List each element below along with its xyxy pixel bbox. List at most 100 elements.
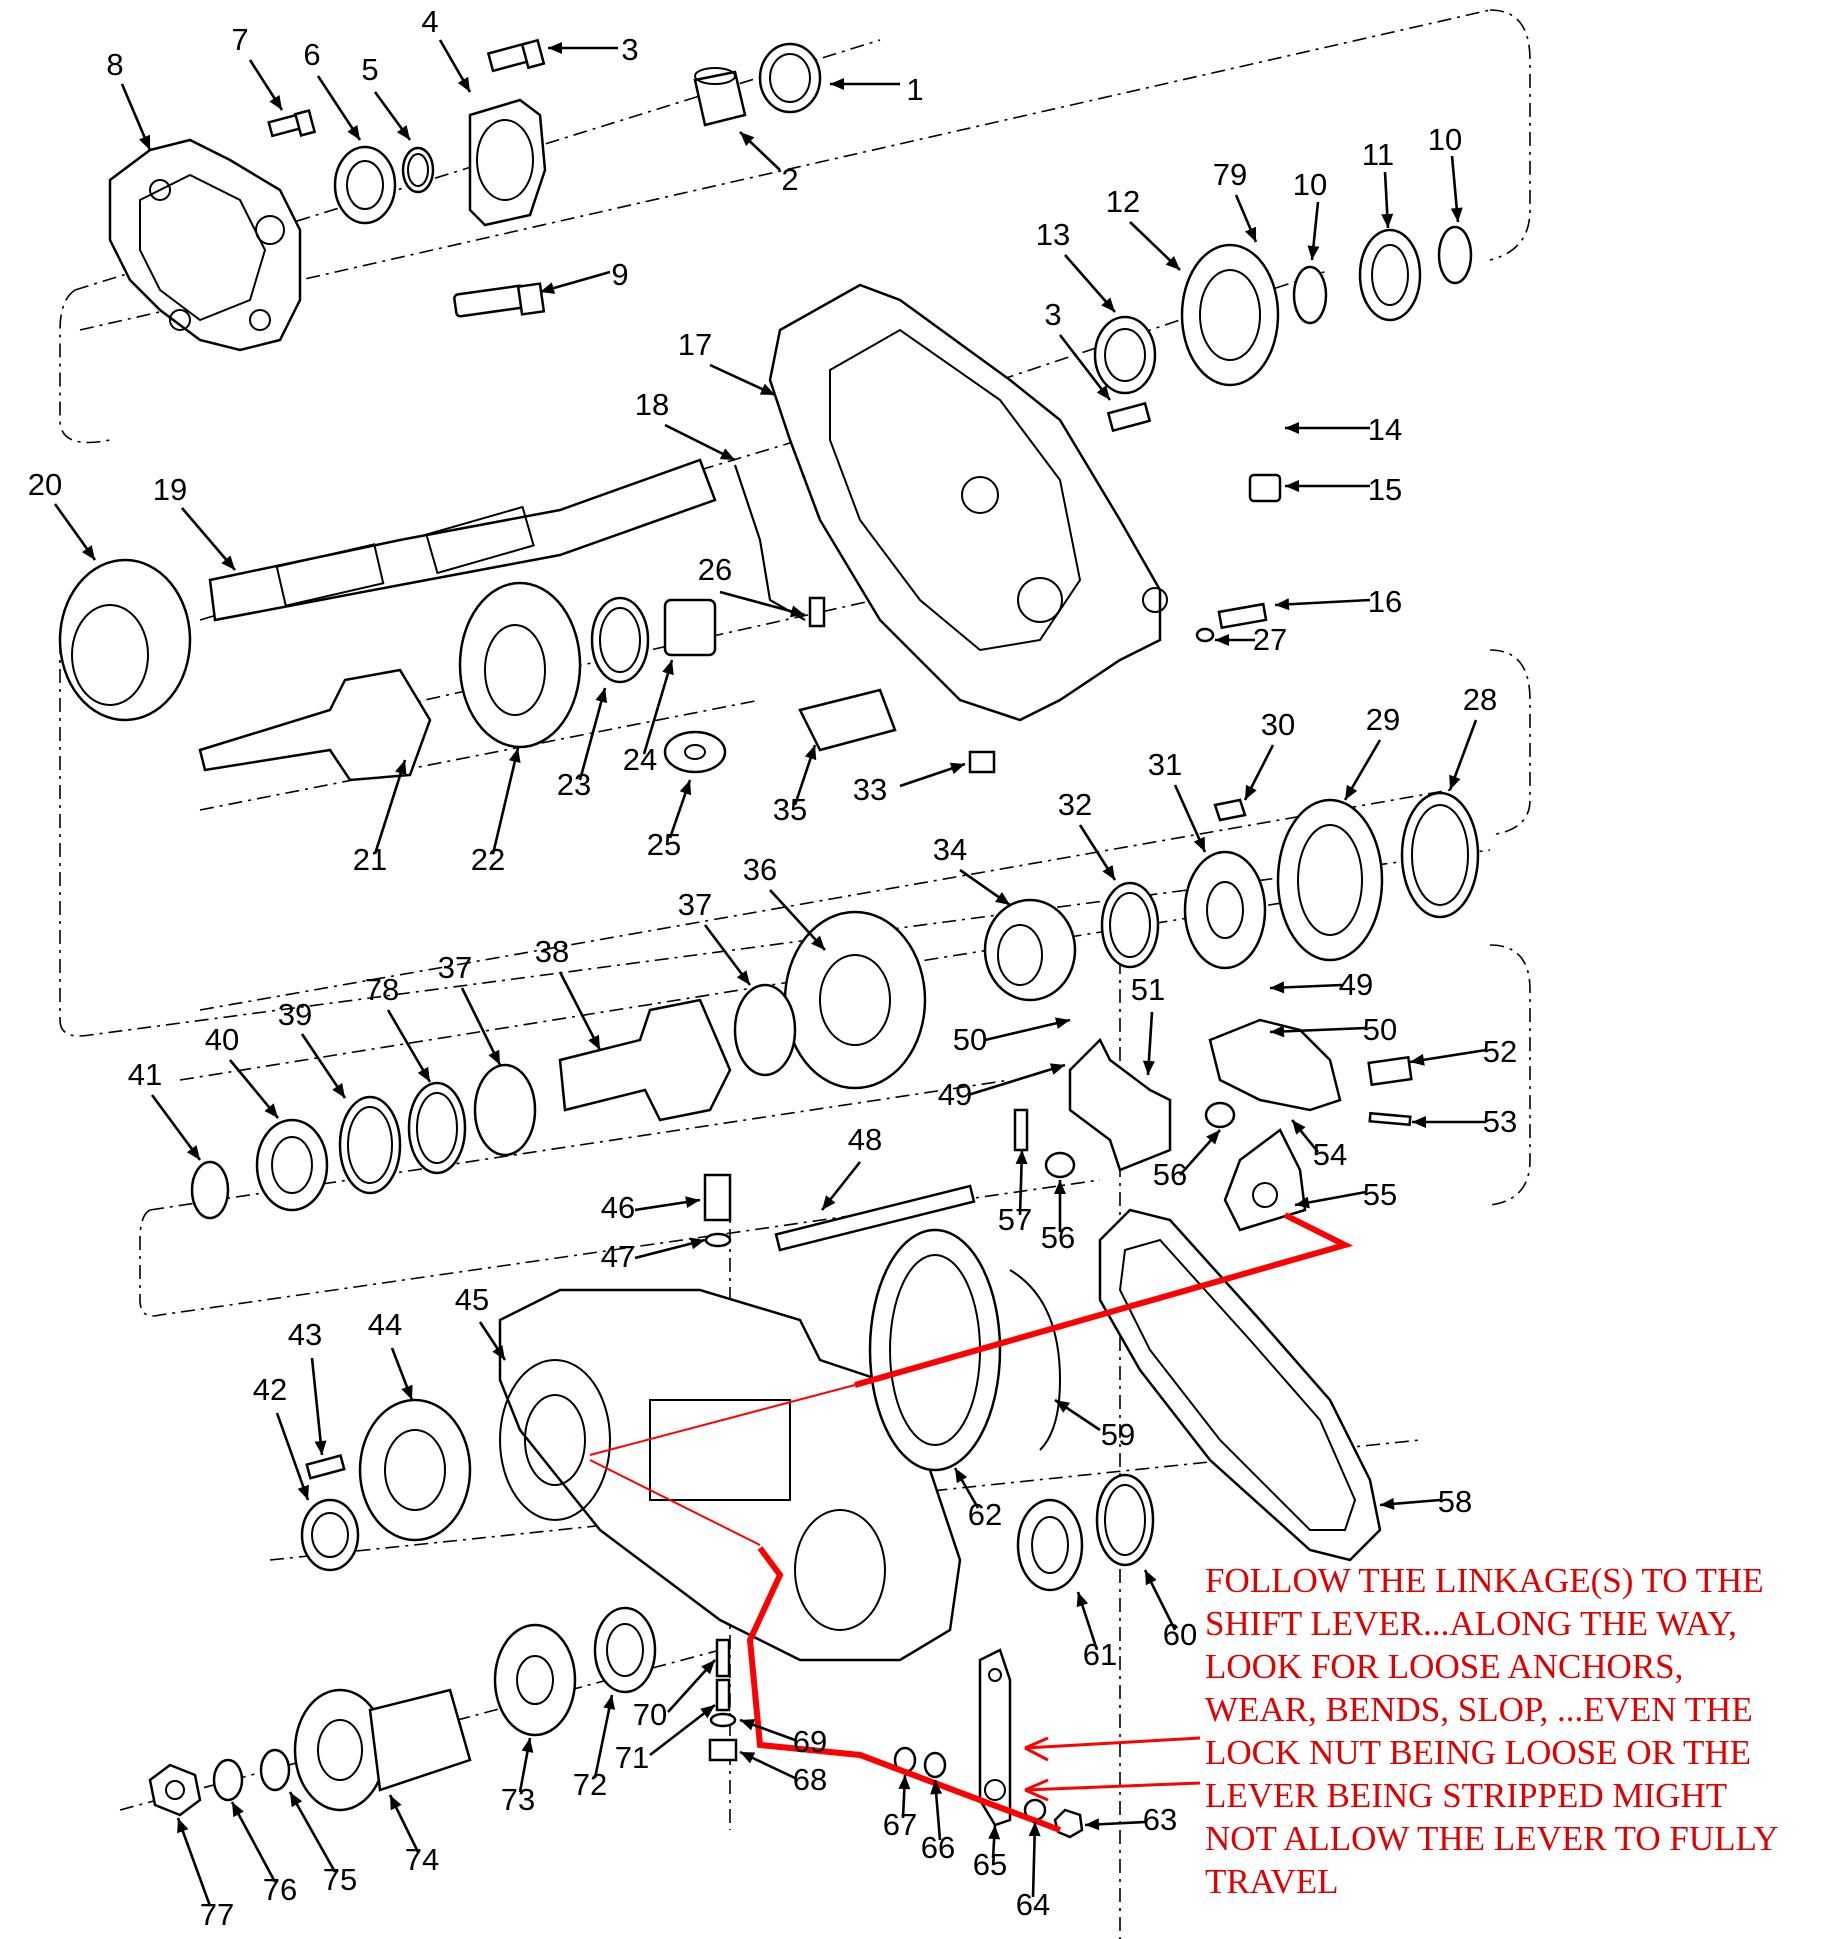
callout-arrowhead (264, 1103, 278, 1118)
callout-number: 76 (263, 1872, 297, 1907)
callout-arrowhead (1450, 207, 1463, 222)
callout-arrowhead (1145, 1570, 1157, 1586)
callout-57: 57 (998, 1149, 1032, 1237)
callout-44: 44 (368, 1307, 414, 1401)
callout-40: 40 (205, 1022, 280, 1119)
part-3-bolt (486, 38, 546, 73)
callout-leader-line (230, 1801, 277, 1883)
callout-62: 62 (953, 1467, 1002, 1532)
callout-leader-line (310, 1357, 324, 1456)
callout-arrowhead (1270, 1025, 1285, 1038)
callout-4: 4 (421, 4, 472, 93)
callout-leader-line (1269, 1026, 1367, 1034)
callout-number: 22 (471, 842, 505, 877)
callout-number: 61 (1083, 1637, 1117, 1672)
callout-74: 74 (388, 1794, 439, 1877)
callout-number: 44 (368, 1307, 402, 1342)
callout-arrowhead (1380, 1497, 1395, 1510)
callout-arrowhead (139, 134, 151, 150)
part-55-sector (1223, 1128, 1307, 1232)
part-73-deflector (493, 1623, 577, 1737)
callout-arrowhead (930, 1780, 943, 1795)
callout-arrowhead (1102, 864, 1115, 880)
callout-arrowhead (995, 892, 1010, 905)
part-30-key (1213, 798, 1247, 822)
callout-number: 25 (647, 827, 681, 862)
part-60-snap-ring (1095, 1473, 1155, 1567)
callout-10: 10 (1293, 167, 1327, 261)
callout-arrowhead (508, 748, 521, 764)
callout-arrowhead (1085, 1818, 1100, 1831)
callout-number: 43 (288, 1317, 322, 1352)
callout-arrowhead (1101, 297, 1115, 312)
part-72-seal (593, 1606, 657, 1694)
callout-9: 9 (539, 257, 629, 294)
callout-number: 30 (1261, 707, 1295, 742)
callout-13: 13 (1036, 217, 1116, 313)
callout-arrowhead (1193, 836, 1205, 852)
callout-leader-line (719, 590, 806, 617)
callout-18: 18 (635, 387, 736, 462)
callout-10: 10 (1428, 122, 1463, 223)
callout-arrowhead (1285, 422, 1299, 434)
part-41-snap-ring (190, 1160, 230, 1220)
callout-79: 79 (1213, 157, 1258, 243)
callout-number: 5 (361, 52, 378, 87)
callout-number: 46 (601, 1190, 635, 1225)
callout-60: 60 (1143, 1569, 1197, 1652)
part-45-main-case (498, 1288, 962, 1662)
callout-number: 16 (1368, 584, 1402, 619)
callout-number: 28 (1463, 682, 1497, 717)
callout-66: 66 (921, 1779, 955, 1865)
part-33-magnet (968, 750, 996, 774)
callout-1: 1 (830, 72, 924, 107)
part-59-snap-ring (1009, 1269, 1062, 1451)
callout-arrowhead (186, 1145, 200, 1160)
part-13-seal (1093, 315, 1157, 395)
callout-arrowhead (1054, 1017, 1070, 1030)
callout-number: 50 (1363, 1012, 1397, 1047)
callout-25: 25 (647, 779, 692, 862)
callout-30: 30 (1243, 707, 1295, 801)
callout-51: 51 (1131, 972, 1165, 1076)
callout-leader-line (578, 687, 607, 781)
callout-arrowhead (395, 760, 407, 776)
callout-arrowhead (1055, 1400, 1070, 1413)
part-28-ring (1400, 791, 1480, 919)
part-10-rings (1292, 225, 1473, 325)
callout-number: 60 (1163, 1617, 1197, 1652)
callout-arrowhead (1270, 981, 1285, 994)
callout-number: 31 (1148, 747, 1182, 782)
callout-arrowhead (603, 1695, 616, 1710)
part-16-bolt (1195, 602, 1268, 643)
part-74-yoke (293, 1688, 472, 1812)
callout-arrowhead (1275, 598, 1290, 611)
part-69-washer (709, 1712, 737, 1728)
callout-arrowhead (719, 448, 735, 460)
callout-number: 4 (421, 4, 438, 39)
part-77-nut (148, 1763, 202, 1817)
callout-arrowhead (662, 660, 674, 676)
callout-49: 49 (938, 1063, 1066, 1112)
callout-37: 37 (438, 950, 502, 1066)
annotation-line: LOCK NUT BEING LOOSE OR THE (1205, 1733, 1751, 1772)
callout-number: 71 (615, 1740, 649, 1775)
callout-49: 49 (1269, 967, 1373, 1002)
callout-number: 53 (1483, 1104, 1517, 1139)
part-8-rear-housing (108, 138, 302, 352)
callout-number: 47 (601, 1239, 635, 1274)
callout-number: 49 (938, 1077, 972, 1112)
callout-3: 3 (1044, 297, 1112, 401)
part-63-nut (1053, 1808, 1084, 1839)
part-3-bolt-lower (1106, 401, 1152, 433)
callout-65: 65 (973, 1824, 1007, 1882)
callout-36: 36 (743, 852, 826, 951)
callout-number: 10 (1428, 122, 1462, 157)
annotation-line: WEAR, BENDS, SLOP, ...EVEN THE (1205, 1690, 1753, 1729)
callout-number: 9 (611, 257, 628, 292)
callout-number: 63 (1143, 1802, 1177, 1837)
linkage-highlight (589, 1212, 1354, 1833)
callout-leader-line (558, 971, 602, 1051)
part-46-sensor (703, 1173, 732, 1248)
callout-arrowhead (332, 1083, 345, 1098)
